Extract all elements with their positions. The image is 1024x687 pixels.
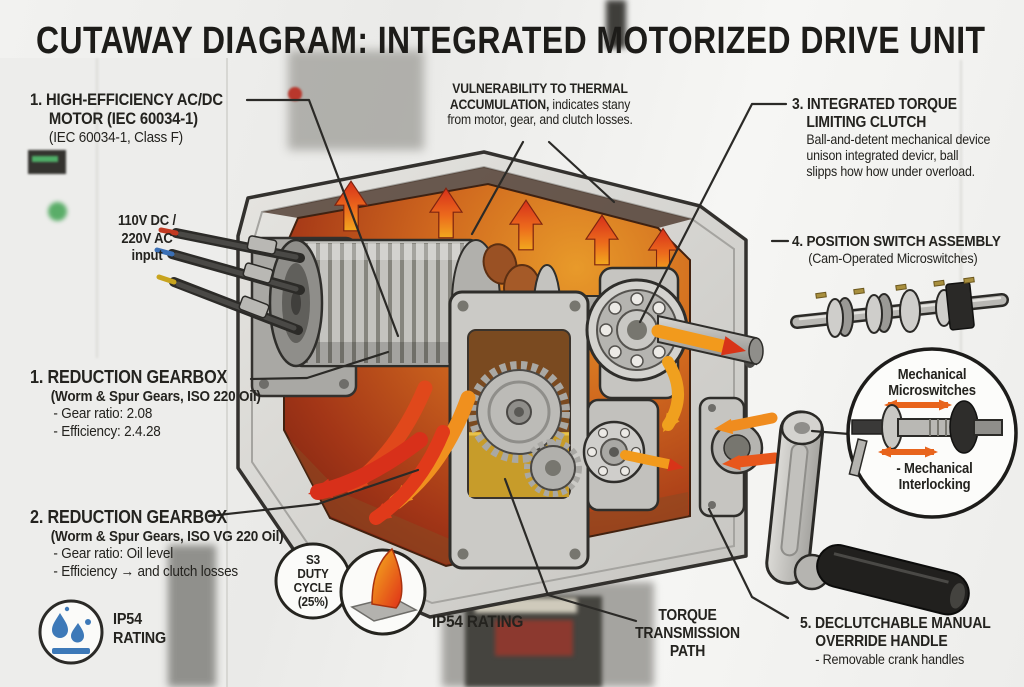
label-position-switch-line2: (Cam-Operated Microswitches) (808, 250, 978, 267)
background-bottom-cabinet-red-panel (495, 620, 573, 656)
spur-gear-large (468, 361, 570, 463)
label-clutch-line4: unison integrated devicr, ball (806, 147, 959, 163)
label-s3-line1: S3 (306, 552, 320, 567)
label-motor: 1. HIGH-EFFICIENCY AC/DC MOTOR (IEC 6003… (30, 91, 223, 147)
label-inset-bottom2: Interlocking (898, 477, 971, 494)
label-ip54-left: IP54 RATING (113, 611, 166, 648)
label-clutch-line1: 3. INTEGRATED TORQUE (792, 96, 957, 113)
label-s3-badge: S3 DUTY CYCLE (25%) (281, 552, 346, 610)
gearbox (448, 290, 590, 570)
power-cables (154, 227, 305, 335)
label-clutch-line2: LIMITING CLUTCH (806, 113, 927, 131)
label-thermal-line2a: ACCUMULATION, (449, 96, 550, 112)
label-torque-path-line2: TRANSMISSION (635, 624, 740, 642)
label-power-input-line2: 220V AC (121, 230, 173, 247)
label-inset-top2: Microswitches (888, 383, 976, 400)
label-thermal-line1: VULNERABILITY TO THERMAL (452, 81, 628, 96)
label-clutch: 3. INTEGRATED TORQUE LIMITING CLUTCH Bal… (792, 96, 990, 180)
label-torque-path-line3: PATH (669, 642, 706, 660)
label-inset-top1: Mechanical (897, 367, 967, 383)
label-power-input-line1: 110V DC / (118, 213, 176, 229)
torque-clutch-assembly (585, 266, 764, 400)
ball-bearings (599, 292, 675, 368)
label-override-line2: OVERRIDE HANDLE (815, 632, 948, 650)
label-thermal-line2b: indicates stany (552, 96, 631, 112)
label-inset-top: Mechanical Microswitches (874, 367, 989, 399)
ip54-droplet-badge (38, 599, 104, 665)
ip54-flame-badge (339, 547, 427, 636)
label-s3-line3: CYCLE (293, 580, 333, 596)
label-ip54-left-line2: RATING (113, 629, 167, 647)
label-position-switch-line1: 4. POSITION SWITCH ASSEMBLY (792, 233, 1001, 250)
label-gearbox-lower: 2. REDUCTION GEARBOX (Worm & Spur Gears,… (30, 507, 284, 580)
output-torque-arrow (651, 324, 729, 353)
label-clutch-line5: slipps how how under overload. (806, 163, 975, 179)
label-override-line3: - Removable crank handles (815, 650, 965, 667)
crank-grip (816, 544, 970, 616)
label-override-handle: 5. DECLUTCHABLE MANUAL OVERRIDE HANDLE -… (800, 615, 991, 667)
label-gearbox-lower-line1: 2. REDUCTION GEARBOX (30, 507, 228, 527)
background-green-indicator (48, 202, 67, 221)
leader-lines (207, 98, 851, 623)
label-s3-line2: DUTY (297, 566, 329, 582)
lower-bearing-assembly (582, 398, 686, 512)
label-torque-path: TORQUE TRANSMISSION PATH (618, 607, 758, 660)
label-thermal-line2: ACCUMULATION, indicates stany (428, 97, 653, 113)
label-ip54-center-text: IP54 RATING (432, 612, 524, 631)
label-ip54-center: IP54 RATING (432, 612, 523, 632)
background-top-dark-strip (606, 0, 626, 48)
label-motor-line1: 1. HIGH-EFFICIENCY AC/DC (30, 91, 223, 109)
background-right-edge (960, 60, 962, 440)
label-gearbox-lower-line3: - Gear ratio: Oil level (53, 545, 174, 563)
side-arrows (656, 356, 781, 472)
label-power-input-line3: input (131, 248, 163, 265)
label-gearbox-lower-line2: (Worm & Spur Gears, ISO VG 220 Oil) (50, 527, 284, 545)
label-gearbox-upper-line2: (Worm & Spur Gears, ISO 220 Oil) (50, 387, 261, 405)
inset-microswitch-detail (846, 347, 1018, 519)
label-motor-line2: MOTOR (IEC 60034-1) (48, 110, 198, 129)
position-switch-drawing (790, 276, 1009, 338)
label-ip54-left-line1: IP54 (113, 611, 142, 628)
label-power-input: 110V DC / 220V AC input (101, 213, 193, 266)
background-display-text (32, 156, 58, 162)
background-bottom-left-strip (168, 545, 216, 687)
spur-gear-small (524, 439, 582, 497)
microswitch-contacts (815, 276, 975, 299)
thermal-wedge-icon (350, 547, 419, 622)
label-position-switch: 4. POSITION SWITCH ASSEMBLY (Cam-Operate… (792, 233, 1001, 267)
heat-arrows-down (305, 380, 476, 530)
label-thermal: VULNERABILITY TO THERMAL ACCUMULATION, i… (428, 81, 653, 128)
label-inset-bottom1: - Mechanical (896, 461, 973, 477)
background-top-cabinet (288, 50, 424, 150)
water-droplets-icon (52, 606, 91, 654)
label-s3-line4: (25%) (297, 594, 329, 610)
label-inset-bottom: - Mechanical Interlocking (878, 461, 991, 493)
background-display (28, 150, 66, 174)
label-gearbox-upper-line4: - Efficiency: 2.4.28 (53, 422, 161, 440)
label-gearbox-upper-line1: 1. REDUCTION GEARBOX (30, 367, 228, 387)
label-clutch-line3: Ball-and-detent mechanical device (806, 131, 991, 147)
label-torque-path-line1: TORQUE (658, 607, 717, 624)
label-override-line1: 5. DECLUTCHABLE MANUAL (800, 615, 991, 632)
label-gearbox-upper-line3: - Gear ratio: 2.08 (53, 405, 153, 423)
background-red-indicator (288, 87, 302, 101)
label-thermal-line3: from motor, gear, and clutch losses. (447, 112, 633, 128)
background-left-line (96, 58, 98, 358)
page-title: CUTAWAY DIAGRAM: INTEGRATED MOTORIZED DR… (36, 20, 986, 62)
label-motor-line3: (IEC 60034-1, Class F) (48, 129, 183, 147)
label-gearbox-lower-line4: - Efficiency → and clutch losses (53, 562, 238, 580)
crank-handle (765, 410, 970, 616)
label-gearbox-upper: 1. REDUCTION GEARBOX (Worm & Spur Gears,… (30, 367, 261, 440)
